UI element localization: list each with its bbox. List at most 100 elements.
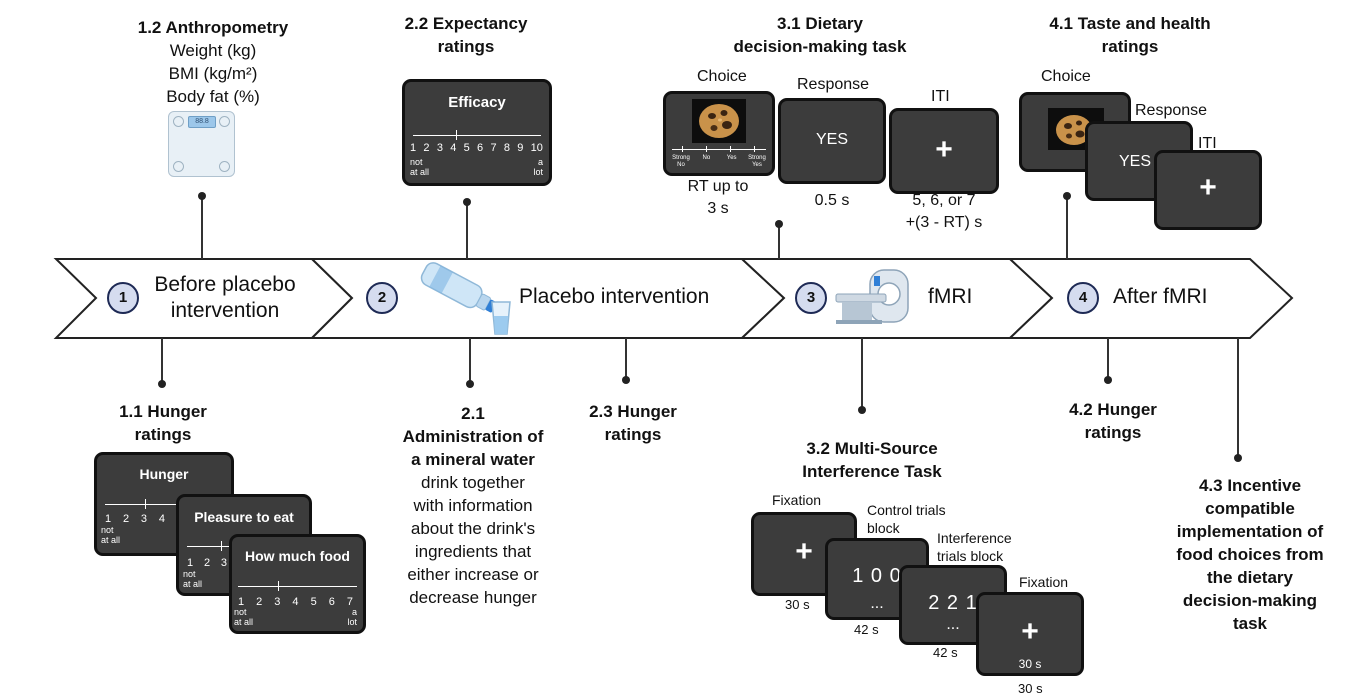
connector-1-1 xyxy=(161,338,163,384)
connector-4-2 xyxy=(1107,338,1109,380)
hunger11-title-line2: ratings xyxy=(134,425,192,444)
scale-number: 1 xyxy=(410,142,417,154)
mri-scanner-icon xyxy=(835,269,909,324)
connector-2-3 xyxy=(625,338,627,380)
food-scale-marker xyxy=(278,581,279,591)
hunger42-title: 4.2 Hunger ratings xyxy=(1048,398,1178,444)
choice-time-line2: 3 s xyxy=(707,200,729,217)
scale-number: 5 xyxy=(463,142,470,154)
anthropometry-line: BMI (kg/m²) xyxy=(168,64,258,83)
choice-scale-line xyxy=(672,149,766,150)
scale-number: 9 xyxy=(517,142,524,154)
scale-number: 5 xyxy=(310,596,317,608)
scale-number: 2 xyxy=(203,557,211,569)
stage-4-badge: 4 xyxy=(1067,282,1099,314)
admin-body-line: with information xyxy=(413,496,533,515)
stage-1-label-line2: intervention xyxy=(170,299,280,322)
iti-time-line1: 5, 6, or 7 xyxy=(912,192,976,209)
expectancy-title-line1: 2.2 Expectancy xyxy=(404,14,528,33)
pleasure-left-anchor: not at all xyxy=(183,569,202,589)
anchor-text: not xyxy=(101,525,114,535)
admin-body-line: ingredients that xyxy=(414,542,532,561)
dietary-iti-label: ITI xyxy=(931,88,950,105)
dietary-title: 3.1 Dietary decision-making task xyxy=(690,12,950,58)
admin-body-line: drink together xyxy=(421,473,525,492)
choice-option: Yes xyxy=(726,155,737,161)
choice-time: RT up to 3 s xyxy=(668,176,768,220)
anchor-text: at all xyxy=(234,617,254,627)
hunger42-title-line1: 4.2 Hunger xyxy=(1069,400,1157,419)
msit-fixation2-screen: + 30 s xyxy=(976,592,1084,676)
connector-dot xyxy=(1104,376,1112,384)
efficacy-scale-numbers: 1 2 3 4 5 6 7 8 9 10 xyxy=(410,142,543,154)
efficacy-scale-marker xyxy=(456,130,457,140)
admin-body-line: about the drink's xyxy=(410,519,536,538)
anthropometry-title: 1.2 Anthropometry xyxy=(137,18,289,37)
msit-fixation2-label: Fixation xyxy=(1019,574,1069,590)
scale-number: 1 xyxy=(105,513,112,525)
dietary-title-line1: 3.1 Dietary xyxy=(777,14,863,33)
msit-interference-label: Interference trials block xyxy=(937,529,1012,565)
hunger-scale-marker xyxy=(145,499,146,509)
admin-title-line3: a mineral water xyxy=(411,450,535,469)
choice-option: Strong No xyxy=(672,155,690,168)
scale-number: 3 xyxy=(140,513,148,525)
anchor-text: at all xyxy=(101,535,121,545)
interference-label-line1: Interference xyxy=(937,530,1012,546)
msit-title-line2: Interference Task xyxy=(802,462,942,481)
anchor-text: lot xyxy=(533,167,543,177)
food-right-anchor: a lot xyxy=(347,607,357,627)
connector-dot xyxy=(775,220,783,228)
taste-iti-screen: + xyxy=(1154,150,1262,230)
taste-choice-label: Choice xyxy=(1041,68,1091,85)
hunger-left-anchor: not at all xyxy=(101,525,120,545)
scale-number: 2 xyxy=(423,142,430,154)
stage-4-label: After fMRI xyxy=(1113,285,1208,308)
scale-number: 2 xyxy=(122,513,130,525)
msit-title: 3.2 Multi-Source Interference Task xyxy=(772,437,972,483)
control-ellipsis: ... xyxy=(870,595,884,612)
hunger11-title: 1.1 Hunger ratings xyxy=(88,400,238,446)
fixation2-time-inside: 30 s xyxy=(1018,657,1042,671)
msit-fixation-label: Fixation xyxy=(772,492,822,508)
control-digits: 1 0 0 xyxy=(852,565,902,587)
taste-title-line1: 4.1 Taste and health xyxy=(1049,14,1211,33)
connector-1-2 xyxy=(201,196,203,259)
incentive-line: implementation of xyxy=(1176,522,1324,541)
response-time: 0.5 s xyxy=(814,192,850,209)
connector-4-1 xyxy=(1066,196,1068,259)
admin-block: 2.1 Administration of a mineral water dr… xyxy=(380,402,566,609)
stage-2-badge: 2 xyxy=(366,282,398,314)
efficacy-scale-line xyxy=(413,135,541,136)
stage-3-label: fMRI xyxy=(928,285,973,308)
scale-number: 7 xyxy=(346,596,353,608)
pleasure-scale-numbers: 1 2 3 xyxy=(187,557,227,569)
stage-2-label: Placebo intervention xyxy=(519,285,710,308)
anchor-text: at all xyxy=(410,167,430,177)
food-scale-numbers: 1 2 3 4 5 6 7 xyxy=(238,596,353,608)
choice-options: Strong No No Yes Strong Yes xyxy=(670,155,768,169)
scale-number: 6 xyxy=(477,142,484,154)
stage-1-label-line1: Before placebo xyxy=(154,273,296,296)
anthropometry-block: 1.2 Anthropometry Weight (kg) BMI (kg/m²… xyxy=(100,16,326,108)
fixation-cross: + xyxy=(1199,171,1217,204)
choice-scale-tick xyxy=(706,146,707,152)
efficacy-right-anchor: a lot xyxy=(533,157,543,177)
interference-label-line2: trials block xyxy=(937,548,1004,564)
connector-dot xyxy=(466,380,474,388)
response-text: YES xyxy=(1118,153,1151,170)
scale-number: 3 xyxy=(274,596,281,608)
scale-number: 2 xyxy=(256,596,263,608)
anchor-text: at all xyxy=(183,579,203,589)
scale-number: 4 xyxy=(292,596,299,608)
food-left-anchor: not at all xyxy=(234,607,253,627)
hunger23-title-line2: ratings xyxy=(604,425,662,444)
incentive-line: compatible xyxy=(1205,499,1295,518)
fixation-cross: + xyxy=(1021,615,1039,648)
hunger42-title-line2: ratings xyxy=(1084,423,1142,442)
msit-time-interference: 42 s xyxy=(933,645,958,660)
dietary-response-label: Response xyxy=(797,76,870,93)
scale-number: 7 xyxy=(490,142,497,154)
scale-number: 3 xyxy=(220,557,227,569)
taste-response-label: Response xyxy=(1135,102,1208,119)
